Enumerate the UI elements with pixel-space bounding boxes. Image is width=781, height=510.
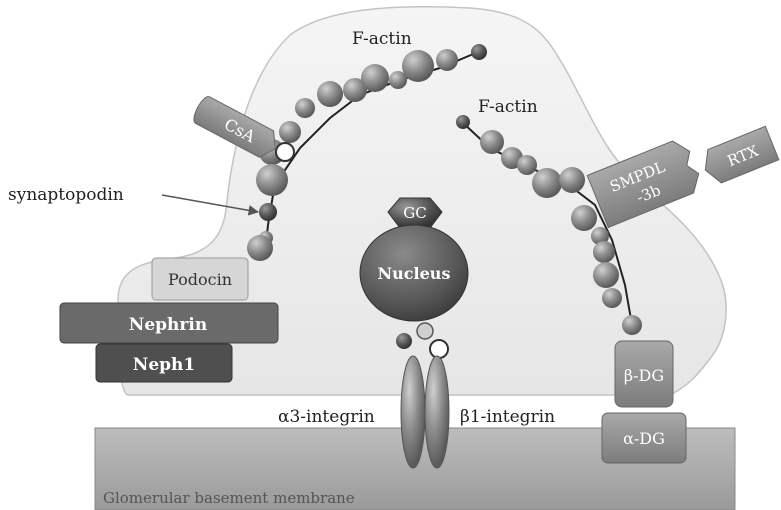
actin-sphere	[361, 64, 389, 92]
actin-sphere-end	[471, 44, 487, 60]
actin-sphere	[622, 315, 642, 335]
neph1-box: Neph1	[96, 344, 232, 382]
actin-sphere	[480, 130, 504, 154]
actin-sphere	[532, 168, 562, 198]
podocin-box: Podocin	[152, 258, 248, 300]
actin-sphere	[571, 205, 597, 231]
actin-sphere	[402, 50, 434, 82]
rtx-tag: RTX	[699, 126, 779, 186]
beta-dg-label: β-DG	[624, 366, 664, 385]
alpha-dg-box: α-DG	[602, 413, 686, 463]
actin-sphere	[559, 167, 585, 193]
nephrin-label: Nephrin	[129, 315, 207, 335]
factin-label-right: F-actin	[478, 97, 538, 117]
actin-sphere	[256, 164, 288, 196]
gc-organelle: GC	[388, 198, 442, 228]
beta1-integrin-label: β1-integrin	[460, 407, 555, 427]
actin-sphere	[602, 288, 622, 308]
podocin-label: Podocin	[168, 270, 232, 289]
synaptopodin-sphere	[259, 203, 277, 221]
alpha-dg-label: α-DG	[623, 429, 665, 448]
nucleus: Nucleus	[360, 225, 468, 321]
integrin-binding-ring	[430, 340, 448, 358]
actin-sphere	[295, 98, 315, 118]
alpha3-integrin-shape	[401, 356, 425, 468]
beta-dg-box: β-DG	[615, 341, 673, 407]
gc-label: GC	[403, 204, 426, 222]
actin-sphere	[593, 262, 619, 288]
actin-sphere-end	[456, 115, 470, 129]
nucleus-label: Nucleus	[378, 264, 451, 283]
actin-sphere	[436, 49, 458, 71]
alpha3-integrin-label: α3-integrin	[278, 407, 375, 427]
actin-sphere	[279, 121, 301, 143]
actin-sphere	[593, 241, 615, 263]
actin-sphere	[247, 235, 273, 261]
neph1-label: Neph1	[133, 355, 195, 375]
synaptopodin-label: synaptopodin	[8, 185, 124, 205]
actin-sphere	[517, 155, 537, 175]
beta1-integrin-shape	[425, 356, 449, 468]
nephrin-box: Nephrin	[60, 303, 278, 343]
integrin-binding-sphere	[396, 333, 412, 349]
actin-sphere	[317, 81, 343, 107]
csa-binding-ring	[276, 143, 294, 161]
integrin-binding-sphere	[417, 323, 433, 339]
factin-label-top: F-actin	[352, 29, 412, 49]
gbm-label: Glomerular basement membrane	[103, 489, 355, 507]
